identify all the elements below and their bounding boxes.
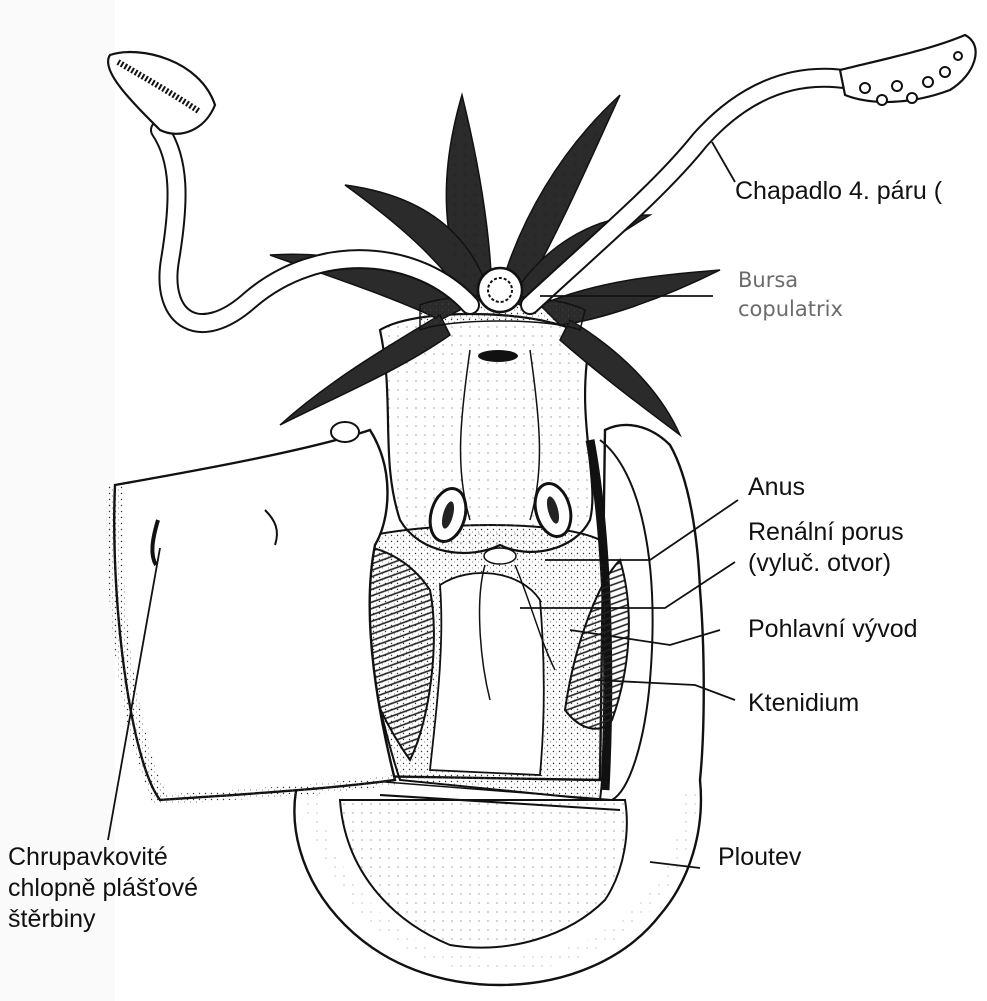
label-anus: Anus: [748, 472, 805, 503]
tentacle-club-left: [108, 52, 215, 134]
label-bursa-copulatrix: Bursa copulatrix: [738, 266, 843, 324]
label-bursa-line2: copulatrix: [738, 295, 843, 324]
label-genital-duct: Pohlavní vývod: [748, 614, 918, 645]
mantle-flap-left: [114, 430, 395, 800]
visceral-mass: [430, 573, 544, 775]
label-cartilage-line1: Chrupavkovité: [8, 842, 198, 873]
label-renal-line2: (vyluč. otvor): [748, 548, 904, 579]
tentacle-club-right: [840, 35, 976, 102]
label-bursa-line1: Bursa: [738, 266, 843, 295]
label-cartilage-line2: chlopně plášťové: [8, 873, 198, 904]
label-cartilage-line3: štěrbiny: [8, 904, 198, 935]
label-tentacle: Chapadlo 4. páru (: [735, 176, 942, 207]
funnel-opening: [478, 350, 518, 362]
label-renal-line1: Renální porus: [748, 517, 904, 548]
label-ctenidium: Ktenidium: [748, 688, 859, 719]
label-renal-porus: Renální porus (vyluč. otvor): [748, 517, 904, 579]
label-fin: Ploutev: [718, 842, 801, 873]
label-cartilage-flaps: Chrupavkovité chlopně plášťové štěrbiny: [8, 842, 198, 935]
